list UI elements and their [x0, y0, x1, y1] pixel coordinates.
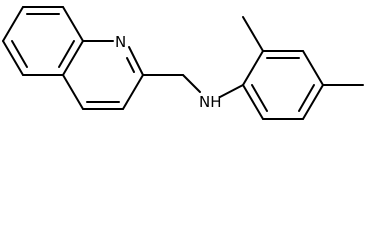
bond — [182, 74, 201, 93]
bond — [2, 40, 24, 76]
double-bond-inner — [126, 57, 135, 73]
bond — [302, 84, 324, 120]
linker — [142, 74, 244, 98]
bond — [302, 50, 324, 86]
quinoline-benzo-ring — [2, 6, 84, 76]
bond — [62, 6, 84, 42]
double-bond-inner — [251, 84, 268, 112]
ortho-methyl-bond — [242, 16, 264, 52]
amine-nh-label: NH — [199, 93, 222, 111]
quinoline-pyridine-ring — [62, 40, 144, 110]
bond — [62, 40, 84, 76]
bond — [2, 6, 24, 42]
double-bond-inner — [58, 40, 75, 68]
bond — [242, 84, 264, 120]
bond — [242, 50, 264, 86]
methyl-groups — [242, 16, 364, 86]
double-bond-inner — [11, 40, 28, 68]
double-bond-inner — [298, 84, 315, 112]
quinoline-nitrogen-label: N — [115, 33, 126, 51]
chemical-structure: N NH — [2, 6, 364, 120]
bond — [62, 74, 84, 110]
bond — [219, 84, 244, 98]
bond — [128, 46, 144, 76]
bond — [122, 74, 144, 110]
dimethylphenyl-ring — [242, 50, 324, 120]
